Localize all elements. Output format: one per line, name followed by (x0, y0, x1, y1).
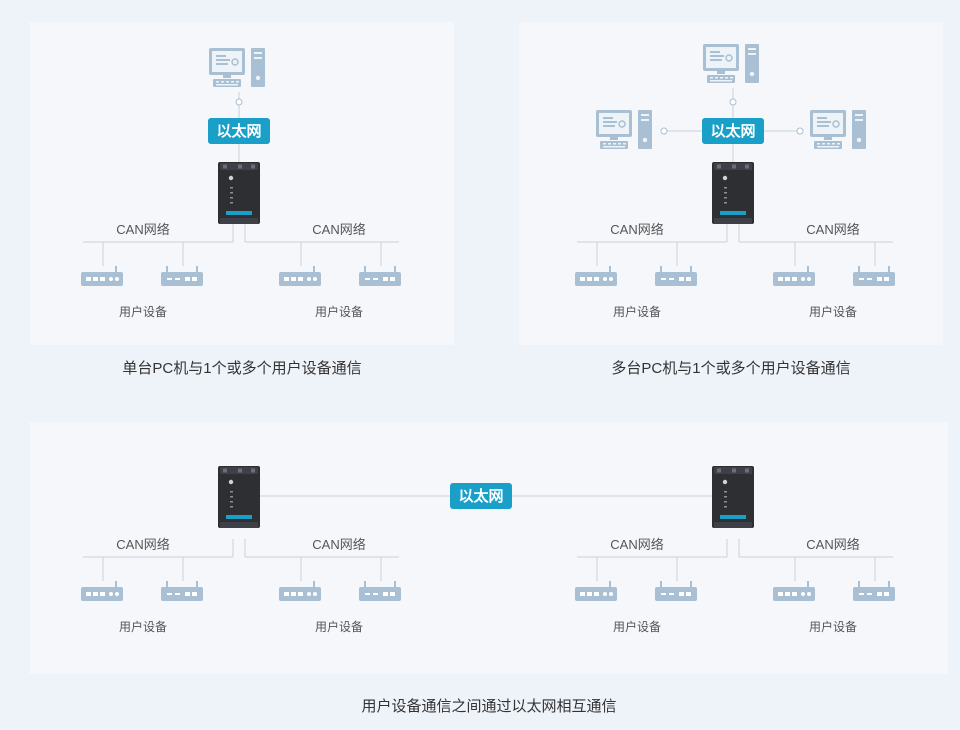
gateway-device-icon (218, 162, 260, 224)
router-icon (358, 265, 402, 287)
router-icon (772, 580, 816, 602)
user-device-label: 用户设备 (315, 619, 363, 634)
can-network-label: CAN网络 (806, 537, 859, 552)
connector-dot (235, 98, 243, 106)
can-network-label: CAN网络 (610, 537, 663, 552)
user-device-label: 用户设备 (119, 619, 167, 634)
router-icon (574, 265, 618, 287)
ethernet-badge (208, 118, 270, 144)
gateway-device-icon (218, 466, 260, 528)
pc-icon (595, 109, 653, 150)
can-network-label: CAN网络 (116, 537, 169, 552)
ethernet-label: 以太网 (710, 122, 755, 140)
device-to-device-panel (30, 422, 948, 674)
connector-dot (796, 127, 804, 135)
user-device-label: 用户设备 (613, 304, 661, 319)
router-icon (160, 265, 204, 287)
router-icon (160, 580, 204, 602)
can-network-label: CAN网络 (312, 537, 365, 552)
router-icon (654, 265, 698, 287)
caption-single-pc: 单台PC机与1个或多个用户设备通信 (122, 360, 362, 377)
gateway-device-icon (712, 162, 754, 224)
user-device-label: 用户设备 (809, 619, 857, 634)
router-icon (80, 265, 124, 287)
router-icon (278, 580, 322, 602)
caption-device-to-device: 用户设备通信之间通过以太网相互通信 (361, 698, 617, 715)
ethernet-label: 以太网 (216, 122, 261, 140)
connector-dot (729, 98, 737, 106)
can-network-label: CAN网络 (116, 222, 169, 237)
router-icon (772, 265, 816, 287)
router-icon (278, 265, 322, 287)
user-device-label: 用户设备 (613, 619, 661, 634)
pc-icon (702, 43, 760, 84)
connector-dot (660, 127, 668, 135)
can-network-label: CAN网络 (312, 222, 365, 237)
router-icon (574, 580, 618, 602)
ethernet-badge (702, 118, 764, 144)
gateway-device-icon (712, 466, 754, 528)
ethernet-badge (450, 483, 512, 509)
pc-icon (809, 109, 867, 150)
router-icon (358, 580, 402, 602)
user-device-label: 用户设备 (809, 304, 857, 319)
user-device-label: 用户设备 (119, 304, 167, 319)
caption-multi-pc: 多台PC机与1个或多个用户设备通信 (611, 360, 851, 377)
router-icon (852, 580, 896, 602)
user-device-label: 用户设备 (315, 304, 363, 319)
router-icon (654, 580, 698, 602)
router-icon (852, 265, 896, 287)
router-icon (80, 580, 124, 602)
can-network-label: CAN网络 (806, 222, 859, 237)
ethernet-label: 以太网 (458, 487, 503, 505)
can-network-label: CAN网络 (610, 222, 663, 237)
pc-icon (208, 47, 266, 88)
